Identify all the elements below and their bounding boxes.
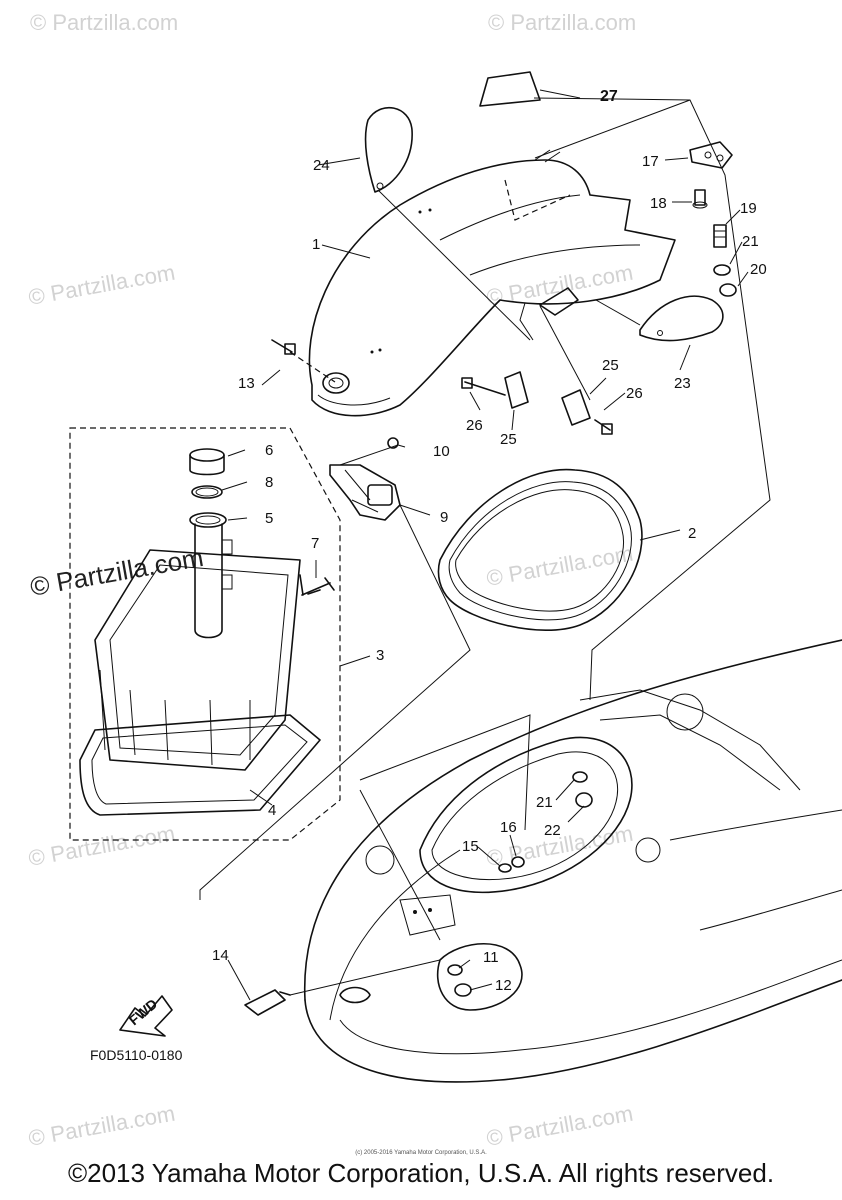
part-11-12-plate (436, 943, 523, 1011)
part-10-bolt (387, 437, 399, 449)
callout-20: 20 (750, 261, 767, 278)
part-21-washer (713, 264, 731, 276)
callout-26-right: 26 (626, 385, 643, 402)
callout-2: 2 (688, 525, 696, 542)
part-3-bucket (94, 549, 321, 771)
callout-17: 17 (642, 153, 659, 170)
callout-26-left: 26 (466, 417, 483, 434)
callout-3: 3 (376, 647, 384, 664)
part-20-nut (719, 283, 737, 297)
callout-16: 16 (500, 819, 517, 836)
watermark: © Partzilla.com (27, 821, 177, 871)
hull-deck (303, 639, 842, 1083)
callout-21-upper: 21 (742, 233, 759, 250)
part-27-label (479, 71, 581, 107)
watermark: © Partzilla.com (30, 10, 178, 35)
part-1-hood (308, 149, 676, 417)
part-19-stud (713, 224, 727, 248)
watermark: © Partzilla.com (485, 541, 635, 591)
callout-1: 1 (312, 236, 320, 253)
part-26-bolt (461, 377, 613, 435)
callout-15: 15 (462, 838, 479, 855)
callout-14: 14 (212, 947, 229, 964)
callout-13: 13 (238, 375, 255, 392)
leader-lines (199, 97, 771, 996)
callout-25-left: 25 (500, 431, 517, 448)
callout-23: 23 (674, 375, 691, 392)
part-8-oring (191, 485, 223, 499)
part-18-bolt (692, 189, 708, 209)
callout-24: 24 (313, 157, 330, 174)
callout-7: 7 (311, 535, 319, 552)
callout-12: 12 (495, 977, 512, 994)
callout-22: 22 (544, 822, 561, 839)
part-15-washer (498, 863, 512, 873)
callout-25-right: 25 (602, 357, 619, 374)
part-7-pin (301, 577, 335, 596)
callout-leaders (221, 157, 749, 1001)
part-13-pin (271, 339, 296, 355)
watermark: © Partzilla.com (485, 260, 635, 310)
watermark: © Partzilla.com (28, 542, 206, 602)
part-25-bracket (504, 371, 591, 426)
part-21-washer-lower (572, 771, 588, 783)
callout-10: 10 (433, 443, 450, 460)
fine-print: (c) 2005-2016 Yamaha Motor Corporation, … (355, 1150, 487, 1156)
part-5-tube (189, 512, 233, 639)
fwd-arrow-icon: FWD (119, 995, 173, 1037)
callout-4: 4 (268, 802, 276, 819)
callout-21-lower: 21 (536, 794, 553, 811)
copyright-notice: ©2013 Yamaha Motor Corporation, U.S.A. A… (67, 1158, 775, 1188)
watermark: © Partzilla.com (485, 1101, 635, 1151)
part-2-seal (437, 468, 643, 632)
callouts: 1 2 3 4 5 6 7 8 9 10 11 12 13 14 15 16 1… (212, 88, 767, 994)
watermark: © Partzilla.com (488, 10, 636, 35)
part-9-latch (329, 464, 401, 521)
part-hook (539, 287, 579, 316)
part-24-pad (364, 106, 413, 193)
callout-8: 8 (265, 474, 273, 491)
part-23-pad (639, 295, 724, 342)
watermark: © Partzilla.com (27, 260, 177, 310)
watermark: © Partzilla.com (27, 1101, 177, 1151)
figure-code: F0D5110-0180 (90, 1047, 183, 1063)
callout-11: 11 (483, 949, 499, 966)
callout-9: 9 (440, 509, 448, 526)
part-4-gasket (79, 714, 321, 816)
fwd-label: FWD (126, 996, 161, 1029)
callout-6: 6 (265, 442, 273, 459)
callout-27: 27 (600, 88, 618, 105)
callout-19: 19 (740, 200, 757, 217)
part-22-nut (575, 792, 593, 808)
part-16-nut (511, 856, 525, 868)
part-14-bolt (244, 989, 291, 1016)
part-6-cap (189, 448, 225, 476)
callout-5: 5 (265, 510, 273, 527)
watermark-layer: © Partzilla.com © Partzilla.com © Partzi… (27, 10, 637, 1151)
callout-18: 18 (650, 195, 667, 212)
storage-group-outline (69, 427, 341, 841)
